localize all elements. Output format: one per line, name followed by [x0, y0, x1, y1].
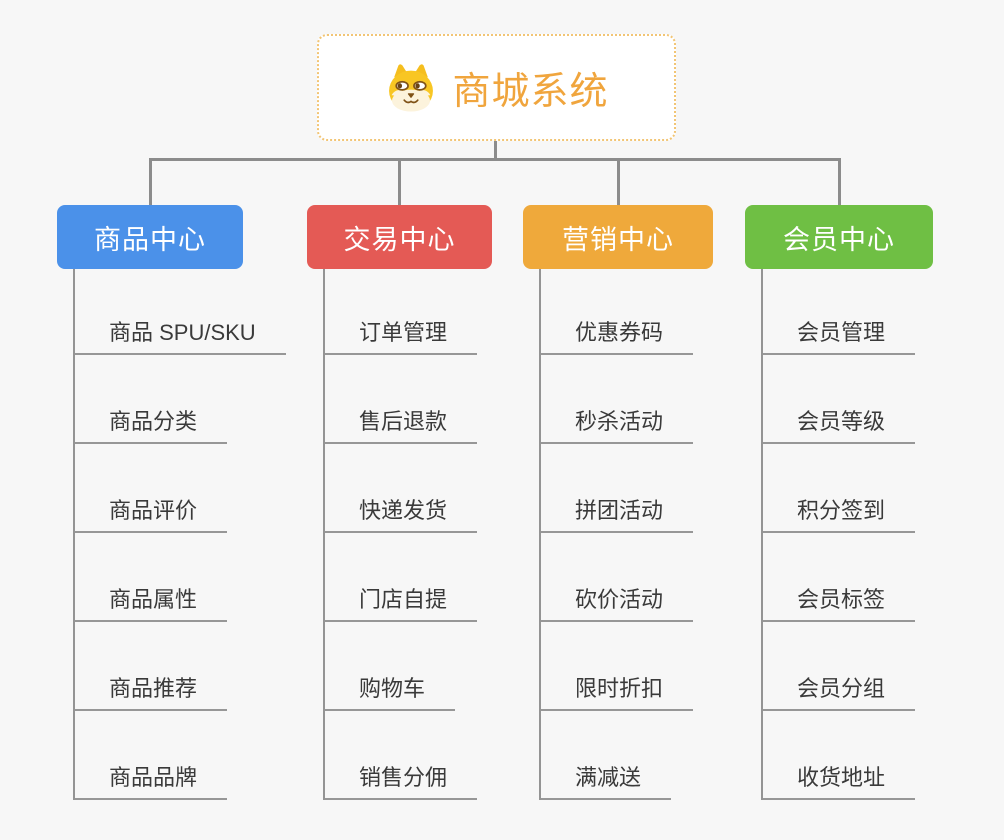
branch-label: 交易中心 [343, 224, 456, 255]
leaf-label: 商品评价 [109, 498, 198, 523]
leaf-label: 满减送 [575, 765, 642, 790]
leaf-label: 秒杀活动 [575, 409, 664, 434]
connector-rail [149, 158, 841, 161]
leaf-label: 售后退款 [359, 409, 448, 434]
branch-header-product[interactable]: 商品中心 [57, 205, 243, 269]
leaf-topic[interactable]: 收货地址 [763, 711, 916, 800]
leaf-topic[interactable]: 商品推荐 [75, 622, 228, 711]
leaf-label: 限时折扣 [575, 676, 664, 701]
leaf-label: 砍价活动 [575, 587, 664, 612]
leaf-label: 优惠券码 [575, 320, 664, 345]
branch-header-marketing[interactable]: 营销中心 [523, 205, 713, 269]
leaf-list-marketing: 优惠券码 秒杀活动 拼团活动 砍价活动 限时折扣 满减送 [539, 269, 694, 800]
leaf-label: 会员管理 [797, 320, 886, 345]
root-title: 商城系统 [452, 71, 609, 113]
root-node[interactable]: 商城系统 [317, 34, 676, 141]
leaf-label: 订单管理 [359, 320, 448, 345]
leaf-topic[interactable]: 商品属性 [75, 533, 228, 622]
leaf-label: 商品品牌 [109, 765, 198, 790]
leaf-topic[interactable]: 会员等级 [763, 355, 916, 444]
connector-drop-marketing [617, 158, 620, 206]
connector-root-stub [494, 141, 497, 159]
leaf-label: 商品属性 [109, 587, 198, 612]
leaf-list-trade: 订单管理 售后退款 快递发货 门店自提 购物车 销售分佣 [323, 269, 478, 800]
branch-trade-center: 交易中心 订单管理 售后退款 快递发货 门店自提 购物车 销售分佣 [307, 205, 492, 800]
branch-product-center: 商品中心 商品 SPU/SKU 商品分类 商品评价 商品属性 商品推荐 商品品牌 [57, 205, 286, 800]
leaf-topic[interactable]: 优惠券码 [541, 269, 694, 355]
leaf-topic[interactable]: 限时折扣 [541, 622, 694, 711]
leaf-topic[interactable]: 会员分组 [763, 622, 916, 711]
leaf-topic[interactable]: 积分签到 [763, 444, 916, 533]
leaf-topic[interactable]: 秒杀活动 [541, 355, 694, 444]
leaf-topic[interactable]: 订单管理 [325, 269, 478, 355]
leaf-topic[interactable]: 砍价活动 [541, 533, 694, 622]
connector-drop-trade [398, 158, 401, 206]
leaf-topic[interactable]: 购物车 [325, 622, 456, 711]
shiba-dog-icon [389, 64, 434, 112]
branch-marketing-center: 营销中心 优惠券码 秒杀活动 拼团活动 砍价活动 限时折扣 满减送 [523, 205, 713, 800]
leaf-label: 拼团活动 [575, 498, 664, 523]
leaf-label: 门店自提 [359, 587, 448, 612]
branch-header-trade[interactable]: 交易中心 [307, 205, 492, 269]
leaf-topic[interactable]: 售后退款 [325, 355, 478, 444]
leaf-topic[interactable]: 快递发货 [325, 444, 478, 533]
leaf-topic[interactable]: 满减送 [541, 711, 672, 800]
leaf-label: 购物车 [359, 676, 426, 701]
leaf-label: 会员等级 [797, 409, 886, 434]
leaf-topic[interactable]: 商品 SPU/SKU [75, 269, 286, 355]
leaf-label: 会员标签 [797, 587, 886, 612]
leaf-topic[interactable]: 会员管理 [763, 269, 916, 355]
branch-header-member[interactable]: 会员中心 [745, 205, 933, 269]
leaf-label: 商品分类 [109, 409, 198, 434]
branch-member-center: 会员中心 会员管理 会员等级 积分签到 会员标签 会员分组 收货地址 [745, 205, 933, 800]
leaf-label: 积分签到 [797, 498, 886, 523]
leaf-list-product: 商品 SPU/SKU 商品分类 商品评价 商品属性 商品推荐 商品品牌 [73, 269, 286, 800]
leaf-label: 会员分组 [797, 676, 886, 701]
leaf-topic[interactable]: 销售分佣 [325, 711, 478, 800]
leaf-label: 收货地址 [797, 765, 886, 790]
leaf-topic[interactable]: 会员标签 [763, 533, 916, 622]
leaf-label: 销售分佣 [359, 765, 448, 790]
leaf-topic[interactable]: 商品品牌 [75, 711, 228, 800]
leaf-topic[interactable]: 商品评价 [75, 444, 228, 533]
branch-label: 商品中心 [94, 224, 206, 255]
leaf-topic[interactable]: 拼团活动 [541, 444, 694, 533]
leaf-topic[interactable]: 门店自提 [325, 533, 478, 622]
branch-label: 会员中心 [783, 224, 895, 255]
leaf-label: 商品推荐 [109, 676, 198, 701]
leaf-label: 快递发货 [359, 498, 448, 523]
connector-drop-product [149, 158, 152, 206]
leaf-list-member: 会员管理 会员等级 积分签到 会员标签 会员分组 收货地址 [761, 269, 916, 800]
branch-label: 营销中心 [562, 224, 674, 255]
leaf-topic[interactable]: 商品分类 [75, 355, 228, 444]
leaf-label: 商品 SPU/SKU [109, 320, 256, 345]
connector-drop-member [838, 158, 841, 206]
